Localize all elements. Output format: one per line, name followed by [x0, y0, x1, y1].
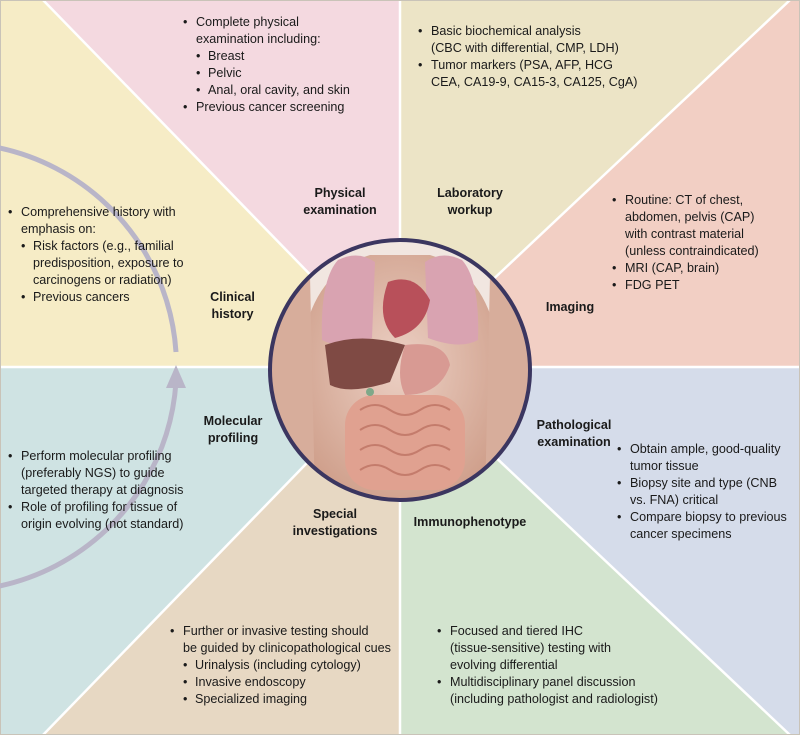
list-item: FDG PET — [612, 277, 792, 294]
list-item: Breast — [196, 48, 393, 65]
imaging-details: Routine: CT of chest,abdomen, pelvis (CA… — [612, 192, 792, 294]
laboratory-workup-details: Basic biochemical analysis(CBC with diff… — [418, 23, 648, 91]
list-item: Focused and tiered IHC(tissue-sensitive)… — [437, 623, 687, 674]
cycle-arrow-icon — [166, 365, 186, 388]
list-item: Risk factors (e.g., familialpredispositi… — [21, 238, 223, 289]
list-item: MRI (CAP, brain) — [612, 260, 792, 277]
list-item: Invasive endoscopy — [183, 674, 410, 691]
torso-circle-border — [268, 238, 532, 502]
torso-anatomy-illustration — [270, 240, 530, 500]
list-item: Routine: CT of chest,abdomen, pelvis (CA… — [612, 192, 792, 260]
list-item: Basic biochemical analysis(CBC with diff… — [418, 23, 648, 57]
immunophenotype-label: Immunophenotype — [413, 515, 527, 529]
molecular-profiling-details: Perform molecular profiling(preferably N… — [8, 448, 208, 533]
list-item: Urinalysis (including cytology) — [183, 657, 410, 674]
list-item: Perform molecular profiling(preferably N… — [8, 448, 208, 499]
immunophenotype-details: Focused and tiered IHC(tissue-sensitive)… — [437, 623, 687, 708]
list-item: Pelvic — [196, 65, 393, 82]
list-item: Anal, oral cavity, and skin — [196, 82, 393, 99]
list-item: Specialized imaging — [183, 691, 410, 708]
list-item: Previous cancers — [21, 289, 223, 306]
list-item: Multidisciplinary panel discussion(inclu… — [437, 674, 687, 708]
imaging-label: Imaging — [545, 300, 595, 314]
cycle-ring — [0, 145, 179, 589]
list-item: Previous cancer screening — [183, 99, 393, 116]
